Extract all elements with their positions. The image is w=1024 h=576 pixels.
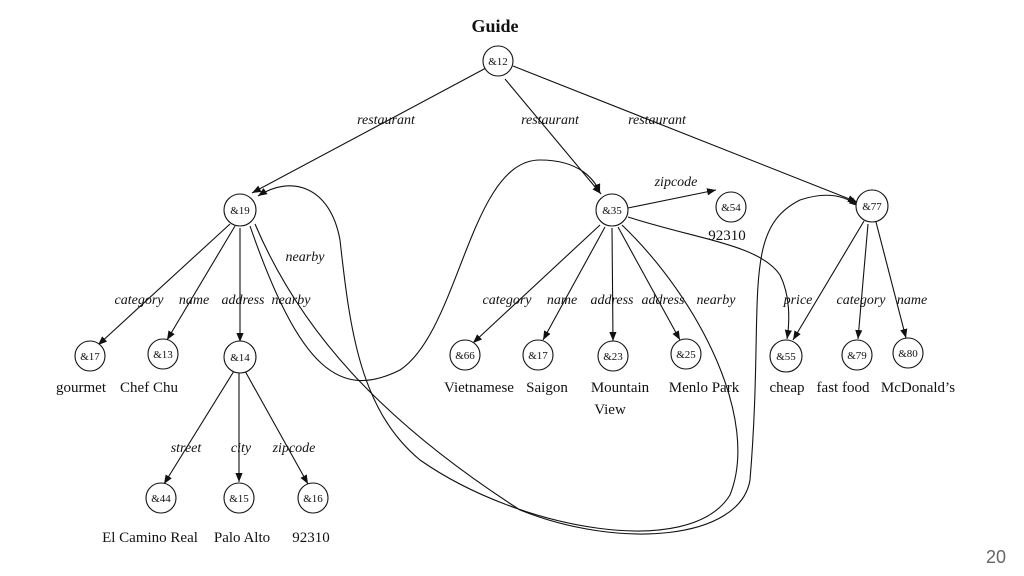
label-nearby-35: nearby [697, 293, 737, 308]
value-92310-address: 92310 [292, 530, 330, 546]
edge-14-zipcode [244, 370, 309, 485]
svg-text:&15: &15 [229, 493, 249, 505]
value-mountain: Mountain [591, 380, 650, 396]
svg-text:&13: &13 [153, 349, 173, 361]
value-menlo-park: Menlo Park [669, 380, 740, 396]
node-54: &54 [715, 191, 747, 223]
svg-text:&80: &80 [898, 348, 918, 360]
edge-35-category [472, 224, 601, 344]
value-palo-alto: Palo Alto [214, 530, 270, 546]
value-mcdonalds: McDonald’s [881, 380, 955, 396]
node-77: &77 [855, 189, 889, 223]
edge-35-price [627, 216, 792, 340]
edge-35-address-23 [609, 227, 617, 342]
value-cheap: cheap [770, 380, 805, 396]
node-17-saigon: &17 [522, 339, 554, 371]
label-category-19: category [115, 293, 165, 308]
label-restaurant-3: restaurant [628, 113, 687, 128]
edge-35-nearby-to-19 [257, 185, 739, 532]
svg-text:&25: &25 [676, 349, 696, 361]
label-name-19: name [179, 293, 209, 308]
label-zipcode-14: zipcode [272, 441, 316, 456]
node-19: &19 [223, 193, 257, 227]
svg-text:&12: &12 [488, 56, 508, 68]
edge-restaurant-3 [512, 65, 858, 203]
label-restaurant-2: restaurant [521, 113, 580, 128]
label-address-19: address [221, 293, 265, 308]
label-street: street [171, 441, 203, 456]
node-25: &25 [670, 338, 702, 370]
value-vietnamese: Vietnamese [444, 380, 514, 396]
label-price: price [783, 293, 813, 308]
svg-text:&17: &17 [528, 350, 548, 362]
label-category-35: category [483, 293, 533, 308]
edge-19-name [166, 225, 236, 341]
svg-text:&35: &35 [602, 205, 622, 217]
edge-19-nearby-to-77 [254, 194, 859, 535]
svg-text:&55: &55 [776, 351, 796, 363]
node-17-gourmet: &17 [74, 340, 106, 372]
edge-77-name [875, 221, 908, 339]
node-12: &12 [482, 45, 514, 77]
svg-text:&19: &19 [230, 205, 250, 217]
value-chef-chu: Chef Chu [120, 380, 178, 396]
value-saigon: Saigon [526, 380, 568, 396]
label-restaurant-1: restaurant [357, 113, 416, 128]
svg-text:&44: &44 [151, 493, 171, 505]
node-15: &15 [223, 482, 255, 514]
node-79: &79 [841, 339, 873, 371]
node-23: &23 [597, 340, 629, 372]
slide-page-number: 20 [985, 547, 1006, 567]
node-80: &80 [892, 337, 924, 369]
node-16: &16 [297, 482, 329, 514]
edge-35-address-25 [617, 226, 681, 341]
diagram-title: Guide [471, 16, 518, 36]
edge-19-category [97, 223, 231, 346]
value-54: 92310 [708, 228, 746, 244]
edge-35-zipcode [627, 188, 717, 209]
node-13: &13 [147, 338, 179, 370]
node-35: &35 [595, 193, 629, 227]
edge-14-street [163, 370, 235, 485]
label-zipcode-35: zipcode [654, 175, 698, 190]
value-el-camino-real: El Camino Real [102, 530, 198, 546]
svg-text:&66: &66 [455, 350, 475, 362]
svg-text:&14: &14 [230, 352, 250, 364]
edge-19-nearby-to-35 [249, 159, 601, 382]
edge-restaurant-1 [251, 67, 487, 194]
value-view: View [594, 402, 626, 418]
edge-77-category [855, 223, 869, 340]
node-55: &55 [769, 339, 803, 373]
edge-77-price [792, 220, 865, 341]
label-nearby-19: nearby [272, 293, 312, 308]
svg-text:&16: &16 [303, 493, 323, 505]
svg-text:&54: &54 [721, 202, 741, 214]
label-category-77: category [837, 293, 887, 308]
node-66: &66 [449, 339, 481, 371]
svg-text:&23: &23 [603, 351, 623, 363]
label-name-35: name [547, 293, 577, 308]
svg-text:&17: &17 [80, 351, 100, 363]
value-fast-food: fast food [817, 380, 870, 396]
label-name-77: name [897, 293, 927, 308]
edge-35-name [542, 226, 606, 341]
label-nearby-long: nearby [286, 250, 326, 265]
svg-text:&79: &79 [847, 350, 867, 362]
value-gourmet: gourmet [56, 380, 107, 396]
label-address-35a: address [590, 293, 634, 308]
svg-text:&77: &77 [862, 201, 882, 213]
node-44: &44 [145, 482, 177, 514]
edge-restaurant-2 [504, 78, 602, 195]
node-14: &14 [223, 340, 257, 374]
label-city: city [231, 441, 252, 456]
label-address-35b: address [641, 293, 685, 308]
